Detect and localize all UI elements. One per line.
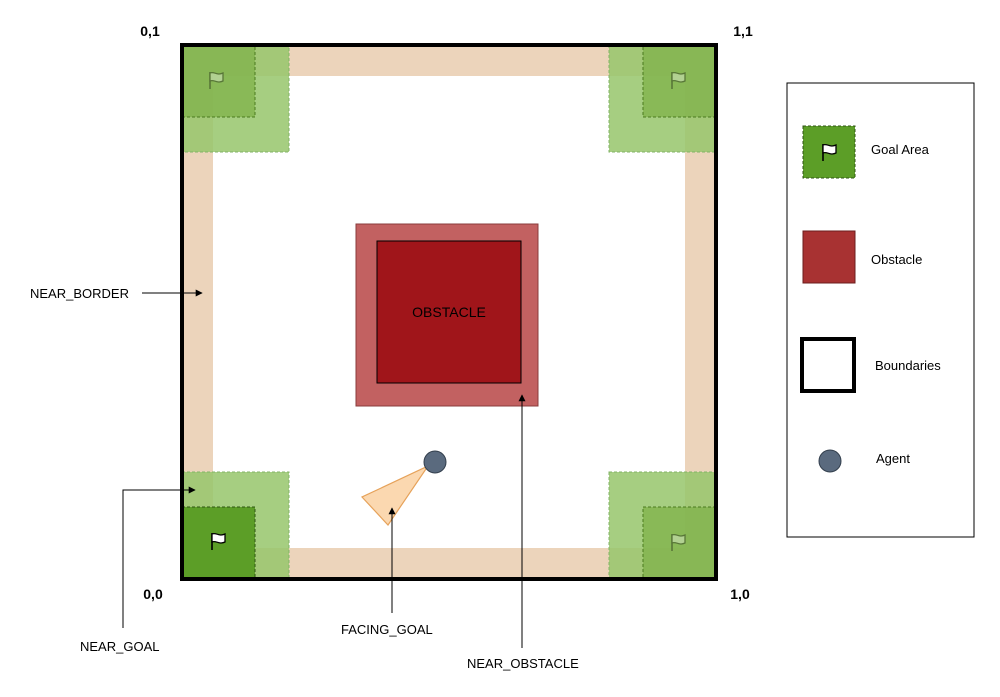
agent-icon [423,450,447,474]
corner-label-top-right: 1,1 [733,23,753,39]
corner-label-top-left: 0,1 [140,23,160,39]
obstacle-core [376,240,522,384]
legend-goal-label: Goal Area [871,142,930,157]
agent-group [361,450,447,526]
legend-obstacle-swatch [802,230,856,284]
legend-boundaries-swatch [800,337,856,393]
legend-boundaries-label: Boundaries [875,358,941,373]
callout-near-goal-arrow [122,486,196,628]
callout-near-goal-label: NEAR_GOAL [80,639,159,654]
arena-boundary [180,43,718,581]
callout-near-goal: NEAR_GOAL [80,486,196,654]
legend-item-agent: Agent [818,449,910,473]
corner-label-bottom-right: 1,0 [730,586,750,602]
callout-near-obstacle-label: NEAR_OBSTACLE [467,656,579,671]
callout-near-border: NEAR_BORDER [30,286,203,301]
legend-item-goal-area: Goal Area [802,125,930,179]
legend-agent-label: Agent [876,451,910,466]
obstacle-label: OBSTACLE [412,304,486,320]
field-of-view [361,464,430,526]
callout-facing-goal-label: FACING_GOAL [341,622,433,637]
legend: Goal Area Obstacle Boundaries Agent [786,82,975,538]
legend-obstacle-label: Obstacle [871,252,922,267]
legend-item-boundaries: Boundaries [800,337,941,393]
callout-near-obstacle: NEAR_OBSTACLE [467,394,579,671]
callout-facing-goal: FACING_GOAL [341,507,433,637]
legend-agent-icon [818,449,842,473]
corner-label-bottom-left: 0,0 [143,586,163,602]
goal-areas [181,44,717,580]
callout-near-border-label: NEAR_BORDER [30,286,129,301]
legend-item-obstacle: Obstacle [802,230,922,284]
obstacle: OBSTACLE [355,223,539,407]
